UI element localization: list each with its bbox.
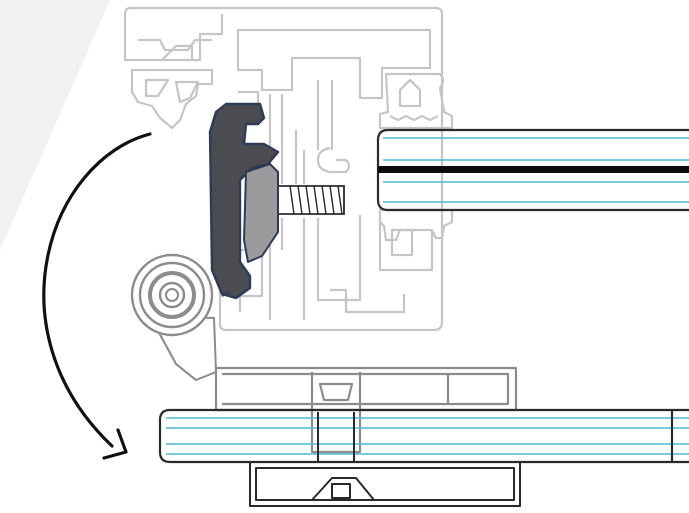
upper-glass-pane — [376, 128, 689, 212]
clamp-insert — [243, 163, 279, 263]
top-left-gasket — [130, 44, 214, 130]
backdrop-band — [0, 0, 110, 250]
pivot-roller-icon — [130, 253, 218, 382]
pressure-clamp — [208, 102, 280, 300]
glass-gasket-bottom — [378, 208, 454, 242]
curved-arrow-icon — [42, 132, 152, 460]
glass-gasket-top — [378, 72, 454, 130]
lower-glass-pane — [158, 408, 689, 464]
screw-icon — [272, 184, 345, 218]
bottom-cap — [249, 412, 521, 507]
